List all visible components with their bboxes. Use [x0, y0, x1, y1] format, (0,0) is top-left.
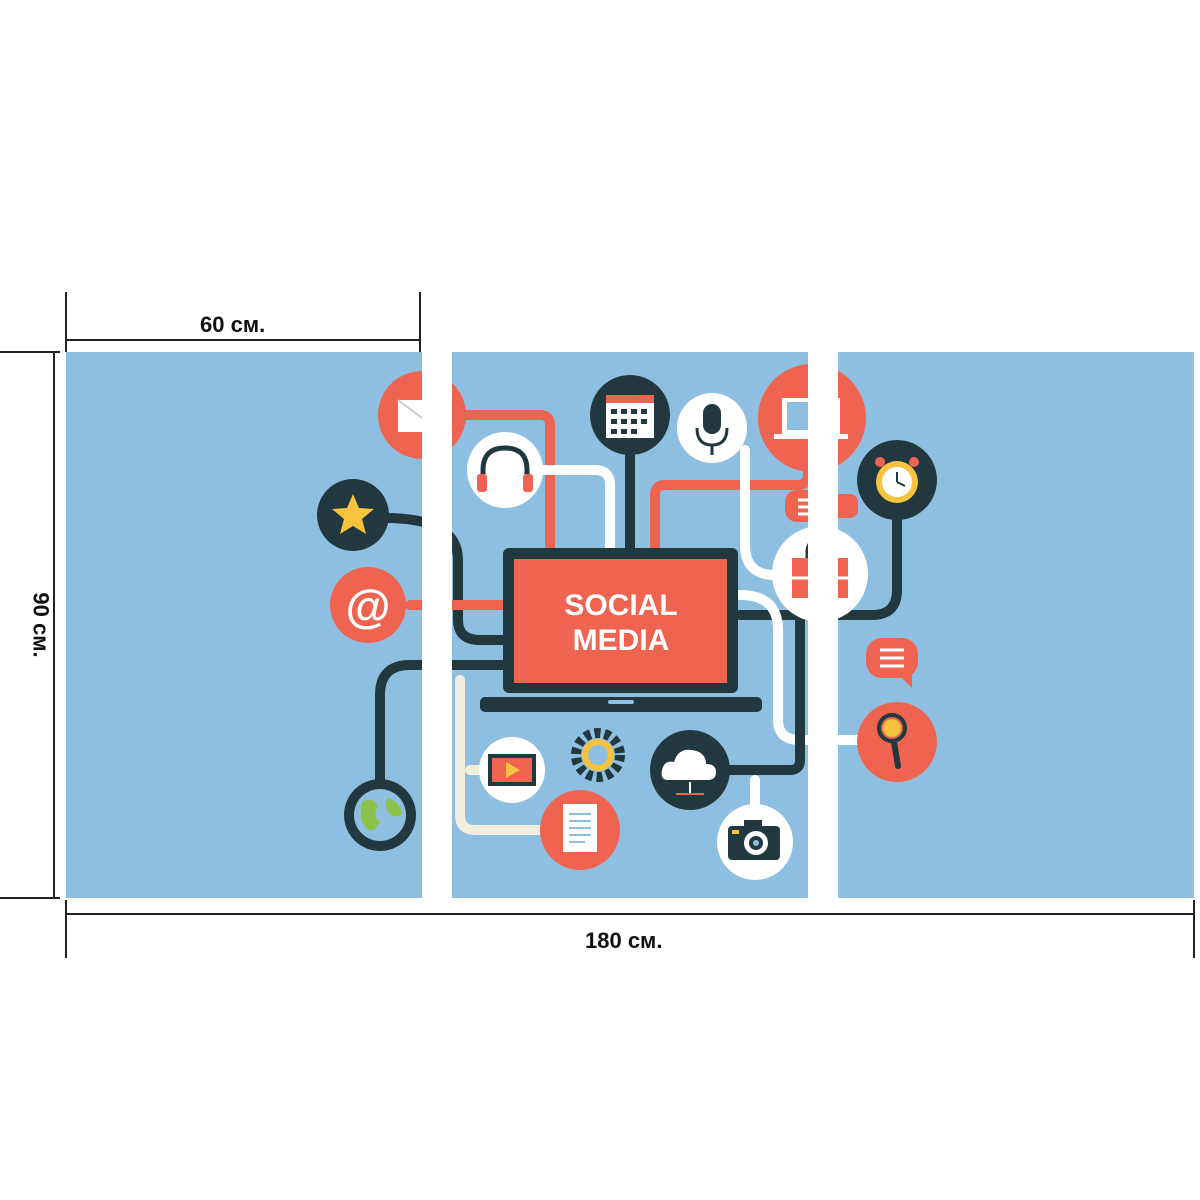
- panel-width-label: 60 см.: [200, 312, 266, 337]
- camera-icon: [717, 804, 793, 880]
- microphone-icon: [677, 393, 747, 463]
- height-label: 90 см.: [28, 592, 54, 658]
- dimension-lines: [0, 292, 1195, 958]
- magnifier-icon: [857, 702, 937, 782]
- connector-lines: [375, 410, 902, 835]
- laptop-icon: [758, 364, 866, 472]
- at-sign-icon: @: [330, 567, 406, 643]
- chat-bubble-small-icon: [866, 638, 918, 688]
- panel-right: [838, 352, 1194, 898]
- mail-icon: [378, 371, 466, 459]
- video-icon: [479, 737, 545, 803]
- headphones-icon: [467, 432, 543, 508]
- shopping-bag-icon: [772, 526, 868, 622]
- laptop: [480, 548, 762, 712]
- screen-text-line1: SOCIAL: [564, 589, 677, 622]
- screen-text-line2: MEDIA: [573, 624, 670, 657]
- svg-text:@: @: [346, 580, 391, 632]
- cloud-icon: [650, 730, 730, 810]
- star-icon: [317, 479, 389, 551]
- globe-icon: [344, 779, 416, 851]
- alarm-clock-icon: [857, 440, 937, 520]
- gear-icon: [571, 728, 625, 782]
- calendar-icon: [590, 375, 670, 455]
- total-width-label: 180 см.: [585, 928, 663, 953]
- document-icon: [540, 790, 620, 870]
